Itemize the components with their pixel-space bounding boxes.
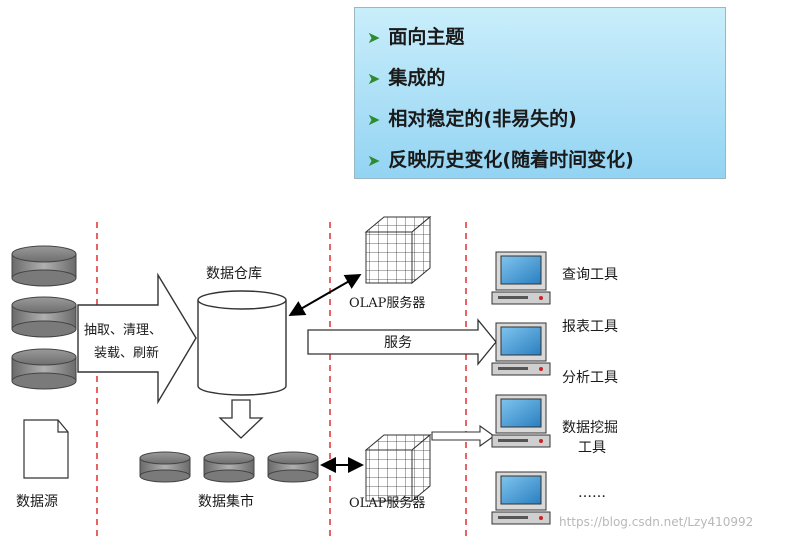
tool-label-mining-line2: 工具 [578,440,606,456]
etl-label-line2: 装载、刷新 [94,345,159,361]
olap-cube-top [364,215,432,285]
watermark: https://blog.csdn.net/Lzy410992 [559,515,753,529]
tool-label-analysis: 分析工具 [562,370,618,386]
source-disk-2 [11,296,77,338]
bullet-arrow-icon: ➤ [367,151,381,170]
bullet-arrow-icon: ➤ [367,69,381,88]
column-separators [96,222,467,540]
olap-cube-bottom [364,433,432,503]
computer-icon [491,394,551,448]
down-arrow [218,399,264,439]
service-arrow [307,318,497,366]
tool-label-report: 报表工具 [562,319,618,335]
computer-icon [491,471,551,525]
datamart-disk-2 [203,451,255,483]
feature-item: ➤相对稳定的(非易失的) [367,108,577,130]
computer-icon [491,322,551,376]
warehouse-label: 数据仓库 [206,266,262,282]
warehouse-cylinder [197,290,287,396]
datamart-label: 数据集市 [198,493,254,510]
datamart-disk-3 [267,451,319,483]
computer-icon [491,251,551,305]
feature-item: ➤反映历史变化(随着时间变化) [367,149,634,171]
source-disk-3 [11,348,77,390]
tool-label-more: …… [578,485,606,501]
source-disk-1 [11,245,77,287]
etl-arrow [77,272,197,405]
service-label: 服务 [384,335,412,351]
olap-top-label: OLAP服务器 [349,295,425,311]
olap-tool-arrow [431,424,495,448]
bullet-arrow-icon: ➤ [367,28,381,47]
tool-label-mining: 数据挖掘 [562,420,618,436]
etl-label-line1: 抽取、清理、 [84,323,162,338]
feature-callout: ➤面向主题 ➤集成的 ➤相对稳定的(非易失的) ➤反映历史变化(随着时间变化) [354,7,726,179]
warehouse-olap-link [288,274,362,316]
feature-item: ➤集成的 [367,67,446,89]
olap-bottom-label: OLAP服务器 [349,495,425,511]
document-icon [23,419,69,479]
bullet-arrow-icon: ➤ [367,110,381,129]
feature-item: ➤面向主题 [367,26,465,48]
source-label: 数据源 [16,494,58,510]
datamart-disk-1 [139,451,191,483]
tool-label-query: 查询工具 [562,267,618,283]
